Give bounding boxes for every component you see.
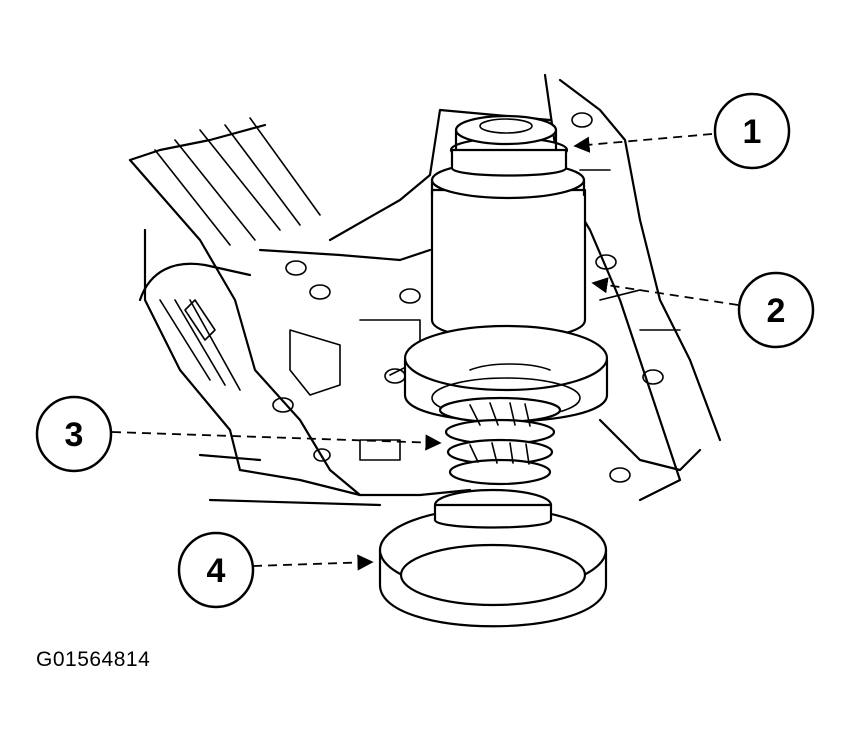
callout-1-label: 1 (743, 113, 762, 151)
figure-id: G01564814 (36, 648, 151, 671)
callout-4: 4 (177, 531, 374, 609)
callout-1: 1 (573, 92, 791, 170)
callout-4-label: 4 (207, 552, 226, 590)
callout-2-label: 2 (767, 292, 786, 330)
callout-2: 2 (591, 271, 815, 349)
servo-cylinder (430, 114, 587, 340)
callout-3: 3 (35, 395, 442, 473)
seal-ring (378, 488, 608, 628)
callout-3-label: 3 (65, 416, 84, 454)
spring (438, 396, 562, 486)
housing-outline (128, 73, 722, 507)
